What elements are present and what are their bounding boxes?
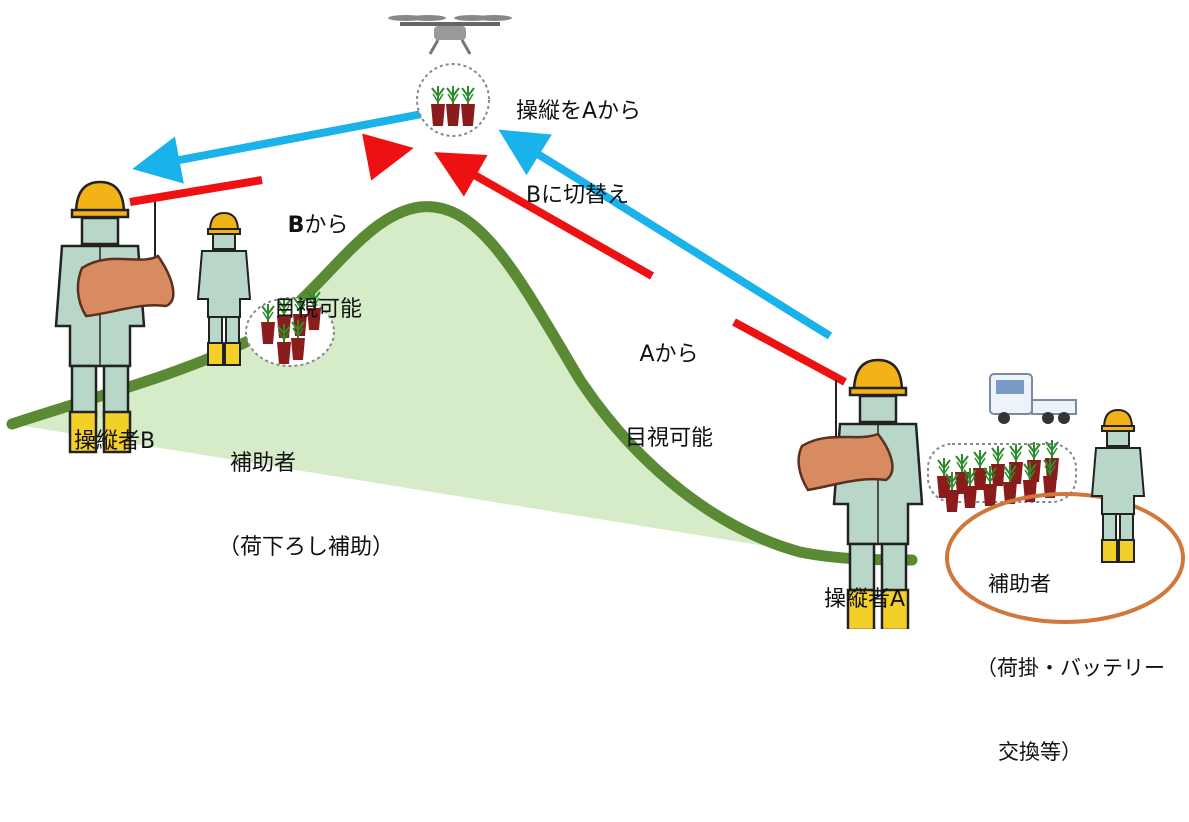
drone-icon [388,15,512,55]
b-visible-label-rest: から [304,213,349,238]
operator-a-figure [797,358,924,629]
seedling-tray-a-icon [927,439,1077,513]
helper-b-label: 補助者 （荷下ろし補助） [218,394,394,618]
switch-label-line2: Bに切替え [526,183,630,208]
helper-b-label-line1: 補助者 [230,451,297,476]
operator-b-label: 操縦者B [74,429,156,454]
switch-label-line1: 操縦をAから [516,99,642,124]
a-visible-label-line2: 目視可能 [624,426,713,451]
helper-a-label-line1: 補助者 [988,572,1051,596]
seedling-tray-b-icon [245,289,335,367]
diagram-canvas: 操縦をAから Bに切替え Bから 目視可能 Aから 目視可能 操縦者B 補助者 … [6,15,1185,764]
b-visible-label-bold: B [287,213,305,238]
red-arrow-a-seg2 [434,152,654,280]
helper-a-label: 補助者 （荷掛・バッテリー 交換等） [976,514,1165,822]
drone-payload-icon [416,63,490,137]
helper-a-label-line3: 交換等） [998,740,1082,764]
helper-a-area [945,492,1185,624]
controller-icon [76,254,175,318]
b-visible-label-line2: 目視可能 [273,297,362,322]
helper-b-label-line2: （荷下ろし補助） [218,535,395,560]
red-arrow-b-seg2 [362,133,414,181]
hill-area [12,206,790,550]
a-visible-label: Aから 目視可能 [606,285,732,509]
red-arrow-b-seg1 [129,176,263,206]
switch-label: 操縦をAから Bに切替え [516,42,641,266]
blue-arrow-to-b [132,110,423,184]
operator-b-figure [54,180,175,454]
a-visible-label-line1: Aから [639,342,699,367]
truck-icon [989,373,1077,424]
helper-a-label-line2: （荷掛・バッテリー [976,656,1165,680]
b-visible-label: Bから 目視可能 [258,156,378,380]
b-visible-label-line1: Bから [258,212,378,240]
controller-icon [797,432,894,492]
red-arrow-a-seg1 [732,318,847,386]
blue-arrow-from-a [498,129,833,340]
operator-a-label: 操縦者A [824,587,906,612]
diagram-graphics [6,15,1185,629]
